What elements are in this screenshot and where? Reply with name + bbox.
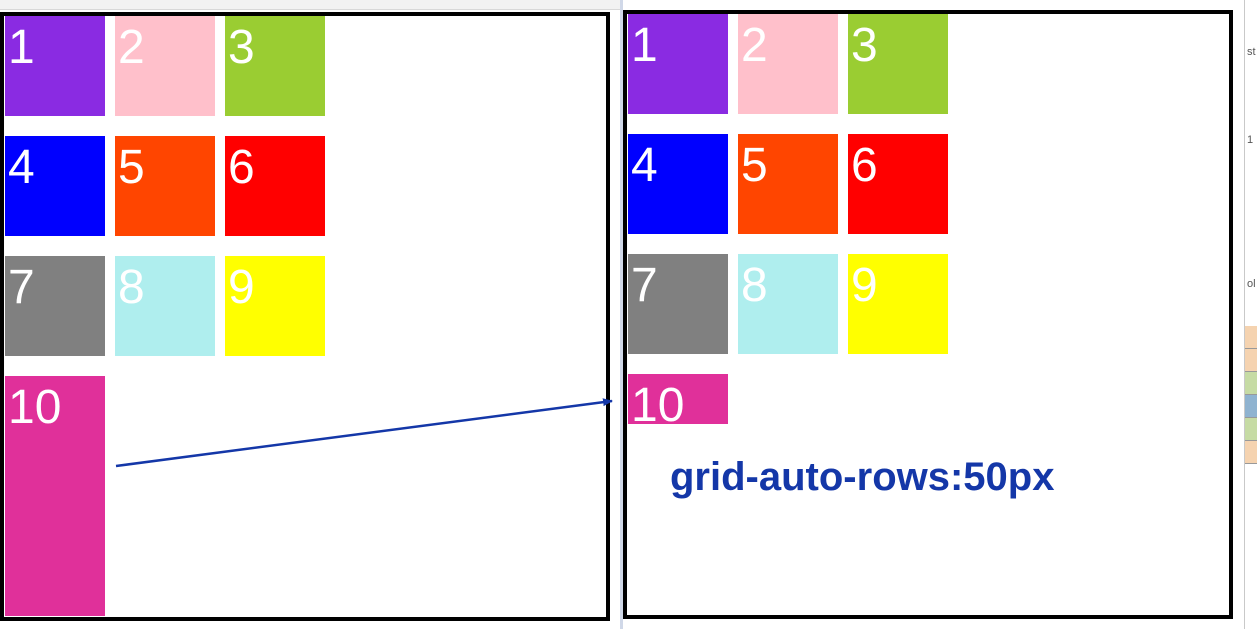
browser-top-strip (0, 0, 622, 10)
edge-band (1245, 372, 1257, 395)
grid-container-after: 1 2 3 4 5 6 7 8 9 10 (623, 10, 1233, 619)
grid-item-3: 3 (225, 16, 325, 116)
grid-item-2: 2 (738, 14, 838, 114)
grid-item-5: 5 (115, 136, 215, 236)
window-divider (620, 0, 623, 629)
grid-item-7: 7 (628, 254, 728, 354)
grid-item-4: 4 (5, 136, 105, 236)
edge-text-1: st (1247, 46, 1256, 58)
edge-band (1245, 349, 1257, 372)
adjacent-window-edge: st 1 ol (1244, 0, 1257, 629)
grid-item-1: 1 (628, 14, 728, 114)
grid-item-8: 8 (738, 254, 838, 354)
grid-item-1: 1 (5, 16, 105, 116)
grid-item-8: 8 (115, 256, 215, 356)
edge-band (1245, 441, 1257, 464)
grid-item-6: 6 (848, 134, 948, 234)
grid-item-6: 6 (225, 136, 325, 236)
grid-item-9: 9 (225, 256, 325, 356)
annotation-label: grid-auto-rows:50px (670, 455, 1055, 499)
grid-container-before: 1 2 3 4 5 6 7 8 9 10 (0, 12, 610, 621)
grid-item-2: 2 (115, 16, 215, 116)
edge-band (1245, 395, 1257, 418)
edge-band (1245, 418, 1257, 441)
grid-item-10: 10 (628, 374, 728, 424)
grid-item-4: 4 (628, 134, 728, 234)
edge-text-2: 1 (1247, 134, 1254, 146)
grid-item-5: 5 (738, 134, 838, 234)
grid-item-9: 9 (848, 254, 948, 354)
grid-item-7: 7 (5, 256, 105, 356)
edge-text-3: ol (1247, 278, 1256, 290)
edge-band (1245, 326, 1257, 349)
grid-item-10: 10 (5, 376, 105, 616)
grid-item-3: 3 (848, 14, 948, 114)
